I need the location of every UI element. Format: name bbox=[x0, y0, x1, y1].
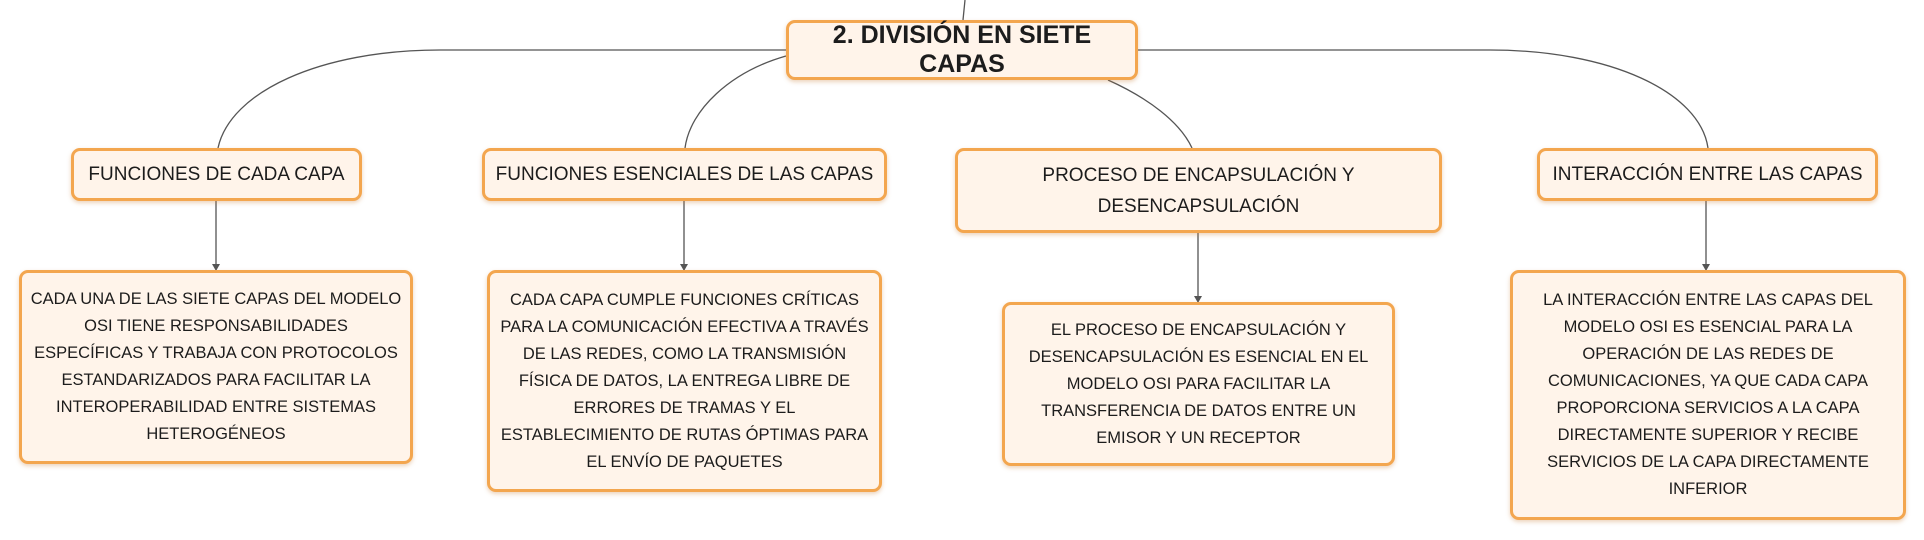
root-node-label: 2. DIVISIÓN EN SIETE CAPAS bbox=[832, 21, 1092, 78]
branch-node-label: FUNCIONES DE CADA CAPA bbox=[88, 164, 345, 185]
arrowhead-3 bbox=[1194, 296, 1202, 303]
leaf-node-text: LA INTERACCIÓN ENTRE LAS CAPAS DEL MODEL… bbox=[1543, 291, 1873, 498]
root-node[interactable]: 2. DIVISIÓN EN SIETE CAPAS bbox=[786, 20, 1138, 80]
branch-node-label: PROCESO DE ENCAPSULACIÓN Y DESENCAPSULAC… bbox=[1042, 164, 1355, 217]
leaf-node-text: EL PROCESO DE ENCAPSULACIÓN Y DESENCAPSU… bbox=[1028, 320, 1369, 447]
branch-node-label: INTERACCIÓN ENTRE LAS CAPAS bbox=[1552, 164, 1863, 185]
arrowhead-2 bbox=[680, 264, 688, 271]
leaf-node-funciones-cada-capa[interactable]: CADA UNA DE LAS SIETE CAPAS DEL MODELO O… bbox=[19, 270, 413, 464]
leaf-node-text: CADA CAPA CUMPLE FUNCIONES CRÍTICAS PARA… bbox=[500, 290, 869, 471]
connector-root-branch-3 bbox=[1107, 79, 1193, 149]
branch-node-encapsulacion[interactable]: PROCESO DE ENCAPSULACIÓN Y DESENCAPSULAC… bbox=[955, 148, 1442, 233]
connector-root-branch-1 bbox=[217, 49, 786, 149]
arrowhead-1 bbox=[212, 264, 220, 271]
leaf-node-interaccion[interactable]: LA INTERACCIÓN ENTRE LAS CAPAS DEL MODEL… bbox=[1510, 270, 1906, 520]
branch-node-funciones-esenciales[interactable]: FUNCIONES ESENCIALES DE LAS CAPAS bbox=[482, 148, 887, 201]
connector-root-branch-4 bbox=[1138, 49, 1709, 149]
branch-node-label: FUNCIONES ESENCIALES DE LAS CAPAS bbox=[495, 164, 874, 185]
branch-node-interaccion[interactable]: INTERACCIÓN ENTRE LAS CAPAS bbox=[1537, 148, 1878, 201]
connector-root-parent bbox=[962, 0, 966, 21]
leaf-node-encapsulacion[interactable]: EL PROCESO DE ENCAPSULACIÓN Y DESENCAPSU… bbox=[1002, 302, 1395, 466]
branch-node-funciones-cada-capa[interactable]: FUNCIONES DE CADA CAPA bbox=[71, 148, 362, 201]
leaf-node-funciones-esenciales[interactable]: CADA CAPA CUMPLE FUNCIONES CRÍTICAS PARA… bbox=[487, 270, 882, 492]
connector-root-branch-2 bbox=[684, 55, 787, 149]
leaf-node-text: CADA UNA DE LAS SIETE CAPAS DEL MODELO O… bbox=[30, 290, 402, 443]
arrowhead-4 bbox=[1702, 264, 1710, 271]
